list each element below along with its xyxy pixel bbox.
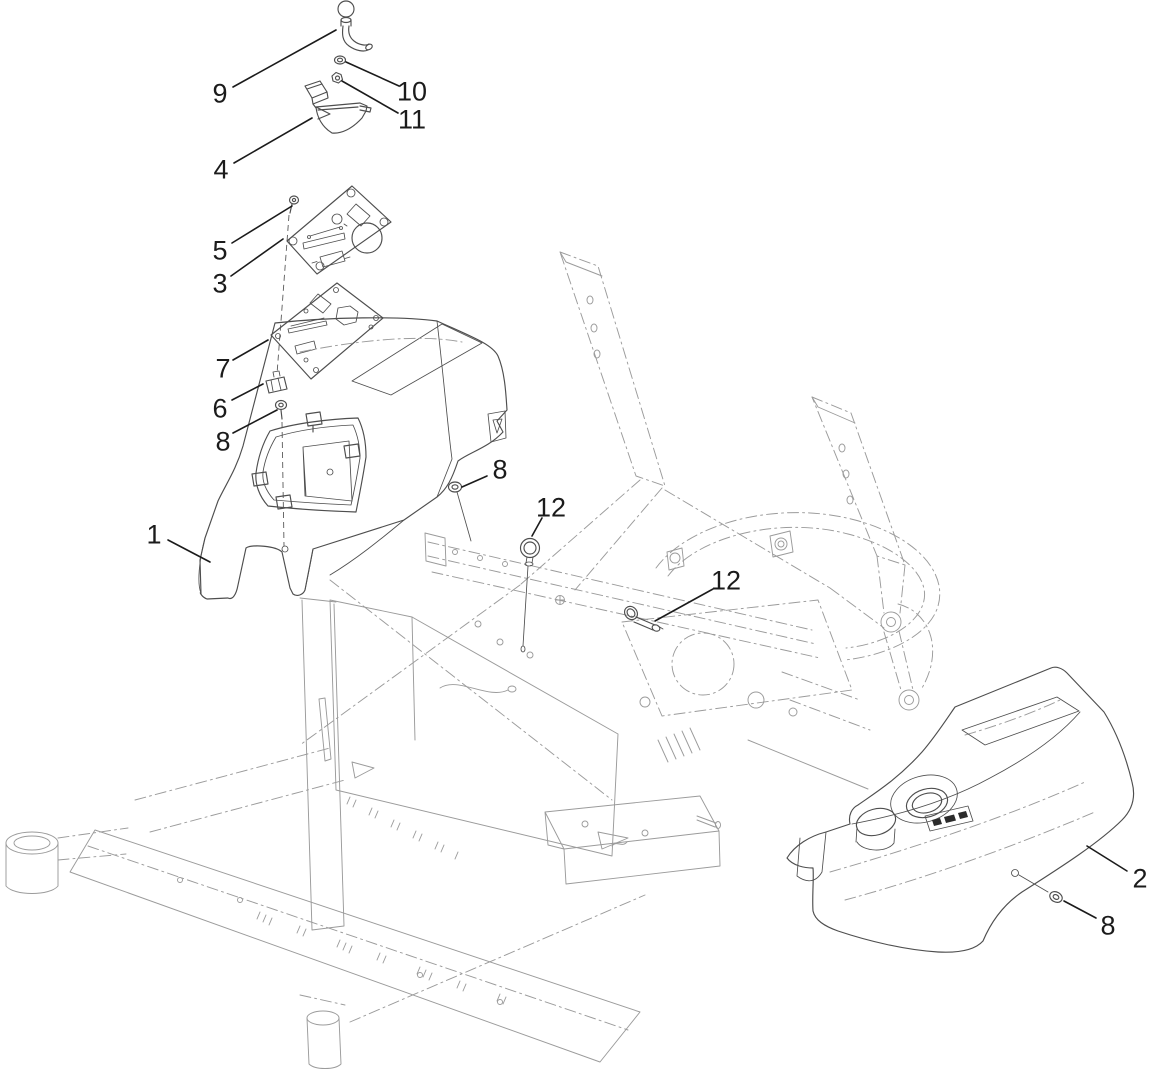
reservoir-bracket-part4	[304, 80, 372, 134]
dipstick-lever-part9	[337, 0, 373, 52]
callout-6: 6	[212, 393, 228, 424]
screw-part8-right	[1049, 891, 1063, 903]
screw-part5	[288, 195, 300, 214]
console-cover-part1	[198, 317, 508, 600]
callout-4: 4	[213, 154, 229, 185]
callout-8-center: 8	[492, 454, 508, 485]
assembly-lines	[276, 214, 869, 801]
frame-lower-left	[5, 747, 646, 1069]
callout-leader-lines	[167, 29, 1128, 919]
seat-rails	[424, 530, 853, 717]
frame-gearbox	[544, 795, 721, 885]
panel-gasket-part7	[270, 282, 384, 380]
callout-2: 2	[1132, 863, 1148, 894]
callout-7: 7	[215, 353, 231, 384]
callout-9: 9	[212, 78, 228, 109]
control-panel-part3	[286, 185, 392, 275]
callout-5: 5	[212, 235, 228, 266]
ring-pin-part12-right	[623, 605, 664, 632]
callout-3: 3	[212, 268, 228, 299]
callout-12-right: 12	[710, 565, 742, 596]
screw-part8-left	[274, 399, 288, 420]
callout-10: 10	[396, 76, 428, 107]
seat-post-left	[299, 251, 885, 746]
callout-1: 1	[146, 519, 162, 550]
ring-pin-part12-left	[519, 537, 541, 653]
fuel-tank-cover-part2	[786, 666, 1135, 953]
callout-8-right: 8	[1100, 910, 1116, 941]
frame-console-bracket	[299, 597, 345, 931]
callout-12-left: 12	[535, 492, 567, 523]
callout-8-left: 8	[215, 426, 231, 457]
seat-post-right	[781, 396, 934, 731]
seat-loop-tube	[655, 512, 941, 661]
frame-engine-box	[329, 599, 701, 860]
clip-part6	[265, 370, 288, 394]
screw-part8-center	[447, 481, 472, 542]
washer-part10	[333, 55, 347, 65]
nut-part11	[331, 71, 344, 84]
callout-11: 11	[397, 104, 427, 135]
